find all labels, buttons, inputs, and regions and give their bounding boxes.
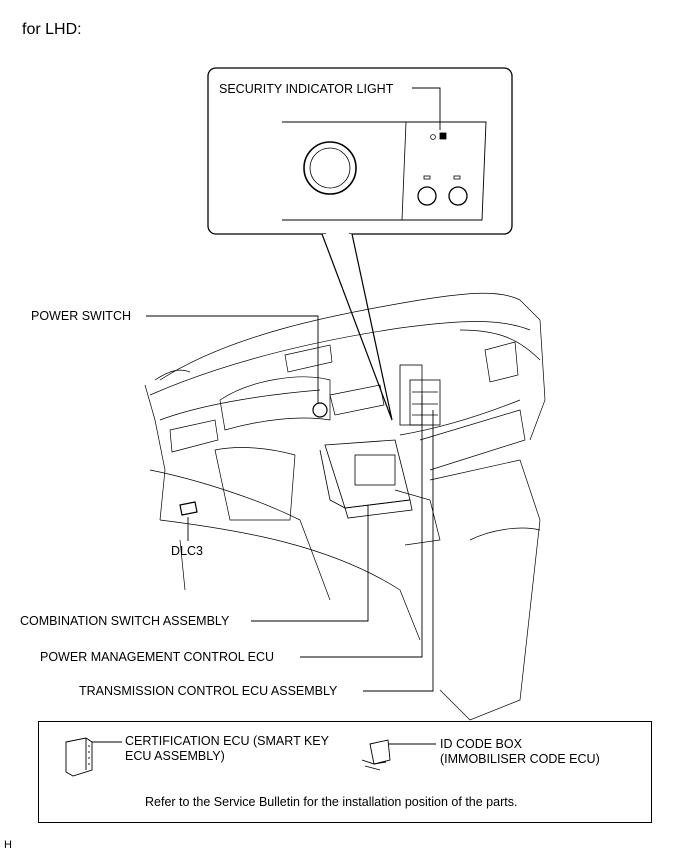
panel-button-right — [448, 186, 468, 206]
power-knob-inner — [309, 147, 351, 189]
center-console — [319, 439, 413, 519]
page-header: for LHD: — [22, 21, 82, 38]
label-combination-switch-assembly: COMBINATION SWITCH ASSEMBLY — [20, 614, 230, 628]
label-power-management-control-ecu: POWER MANAGEMENT CONTROL ECU — [40, 650, 275, 664]
legend-box — [38, 721, 652, 823]
callout-pointer — [321, 233, 393, 421]
leader-lines — [146, 87, 441, 692]
security-indicator-led — [430, 134, 436, 140]
legend-certification-ecu-line2: ECU ASSEMBLY) — [125, 749, 225, 763]
legend-note: Refer to the Service Bulletin for the in… — [145, 795, 518, 809]
certification-ecu-icon — [65, 737, 122, 777]
legend-id-code-box-line1: ID CODE BOX — [440, 737, 522, 751]
callout-panel — [282, 121, 487, 221]
legend-certification-ecu-line1: CERTIFICATION ECU (SMART KEY — [125, 734, 329, 748]
dashboard-outline — [144, 292, 546, 721]
ecu-stack — [399, 364, 441, 426]
power-knob-outer — [303, 141, 357, 195]
power-switch-button — [312, 402, 328, 418]
panel-button-left — [417, 186, 437, 206]
security-lock-icon — [439, 132, 447, 140]
label-dlc3: DLC3 — [171, 544, 203, 558]
dlc3-connector — [179, 501, 198, 516]
id-code-box-icon — [361, 739, 436, 771]
legend-id-code-box-line2: (IMMOBILISER CODE ECU) — [440, 752, 600, 766]
callout-box — [207, 67, 513, 235]
label-transmission-control-ecu-assembly: TRANSMISSION CONTROL ECU ASSEMBLY — [79, 684, 338, 698]
label-security-indicator-light: SECURITY INDICATOR LIGHT — [219, 82, 394, 96]
corner-mark: H — [4, 839, 12, 851]
label-power-switch: POWER SWITCH — [31, 309, 131, 323]
